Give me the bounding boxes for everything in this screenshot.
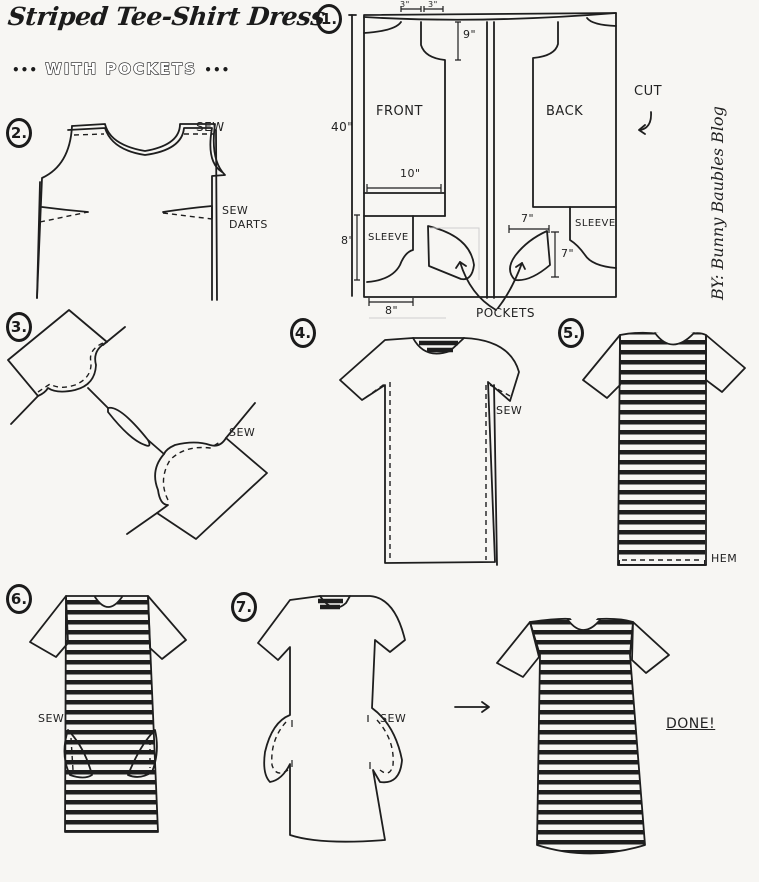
- pocket-width-measurement: 7": [521, 212, 535, 225]
- page-subtitle: ••• WITH POCKETS •••: [12, 59, 231, 78]
- step-7-tee-pockets-drawing: [257, 595, 406, 843]
- step-6-striped-pockets-drawing: [29, 595, 187, 833]
- step-6-number: 6.: [6, 584, 32, 614]
- step-7-number: 7.: [231, 592, 257, 622]
- step-4-tee-drawing: [339, 337, 520, 566]
- hem-label: HEM: [711, 552, 738, 565]
- final-dress-drawing: [454, 617, 670, 855]
- sleeve-width-measurement: 8": [385, 304, 399, 317]
- sew-pockets-label: SEW: [38, 712, 65, 725]
- width-measurement: 10": [400, 167, 421, 180]
- done-label: DONE!: [666, 716, 716, 732]
- step-5-striped-tee-drawing: [582, 331, 746, 566]
- sew-shoulders-label: SEW: [196, 120, 225, 134]
- armhole-depth-measurement: 9": [463, 28, 477, 41]
- neck-left-measurement: 3": [400, 0, 410, 9]
- length-measurement: 40": [331, 120, 354, 134]
- sew-sleeves-label: SEW: [229, 426, 256, 439]
- sew-pocket-sides-label: SEW: [380, 712, 407, 725]
- step-3-sleeves-drawing: [7, 309, 268, 540]
- sew-sides-label: SEW: [496, 404, 523, 417]
- pockets-label: POCKETS: [476, 306, 535, 320]
- step-1-pattern-drawing: [348, 6, 652, 319]
- step-3-number: 3.: [6, 312, 32, 342]
- sleeve-label-right: SLEEVE: [575, 218, 616, 229]
- subtitle-dots-left: •••: [12, 63, 39, 77]
- cut-label: CUT: [634, 84, 663, 99]
- subtitle-dots-right: •••: [204, 63, 231, 77]
- back-label: BACK: [546, 104, 584, 119]
- sew-darts-label-1: SEW: [222, 204, 249, 217]
- step-5-number: 5.: [558, 318, 584, 348]
- sew-darts-label-2: DARTS: [229, 218, 268, 231]
- step-2-number: 2.: [6, 118, 32, 148]
- front-label: FRONT: [376, 104, 423, 119]
- subtitle-text: WITH POCKETS: [45, 59, 198, 78]
- neck-right-measurement: 3": [428, 0, 438, 9]
- sleeve-height-measurement: 8": [341, 234, 355, 247]
- step-1-number: 1.: [316, 4, 342, 34]
- step-2-bodice-drawing: [36, 123, 226, 301]
- author-credit: BY: Bunny Baubles Blog: [708, 106, 727, 300]
- sleeve-label-left: SLEEVE: [368, 232, 409, 243]
- pocket-height-measurement: 7": [561, 247, 575, 260]
- step-4-number: 4.: [290, 318, 316, 348]
- page-title: Striped Tee-Shirt Dress: [6, 2, 326, 31]
